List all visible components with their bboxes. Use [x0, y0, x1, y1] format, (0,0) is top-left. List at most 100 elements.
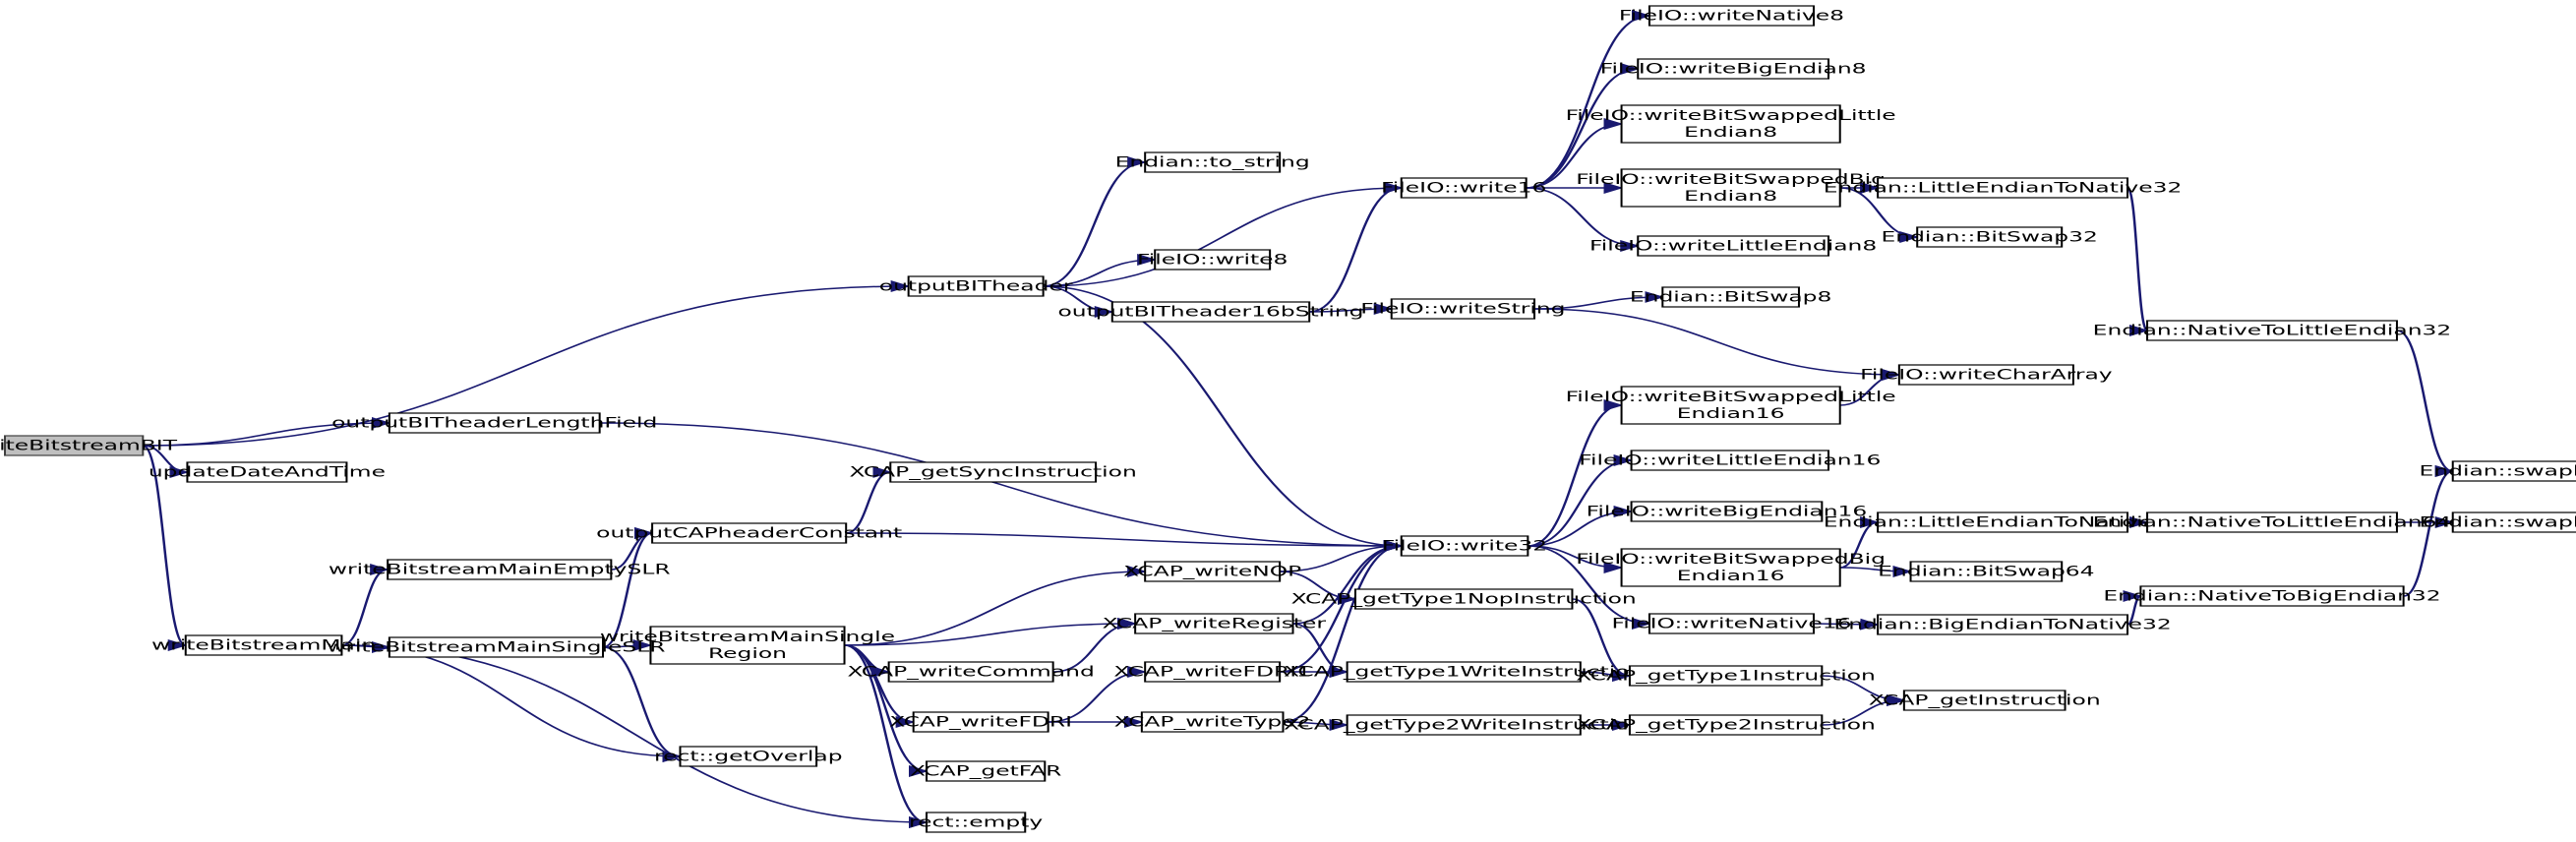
call-edge-XCAPwriteCommand-to-XCAPwriteRegister	[1052, 618, 1138, 673]
function-node-FileIOwriteBigEndian8[interactable]: FileIO::writeBigEndian8	[1600, 58, 1867, 80]
function-node-label: FileIO::writeBigEndian8	[1600, 60, 1867, 77]
call-edge-writeBitstreamMainSingleRegion-to-XCAPgetFAR	[844, 644, 929, 777]
function-node-box	[388, 636, 604, 658]
function-node-writeBitstreamMainEmptySLR[interactable]: writeBitstreamMainEmptySLR	[329, 559, 671, 580]
function-node-label: FileIO::write32	[1382, 537, 1547, 554]
function-node-EndianLittleEndianToNative64[interactable]: Endian::LittleEndianToNative64	[1824, 511, 2183, 533]
function-node-EndianToString[interactable]: Endian::to_string	[1115, 151, 1310, 173]
function-node-label: outputBITheader	[879, 277, 1073, 294]
function-node-outputBITheader[interactable]: outputBITheader	[879, 275, 1073, 297]
function-node-label: rect::empty	[909, 813, 1043, 830]
function-node-box	[651, 522, 848, 544]
function-node-EndianNativeToBigEndian32[interactable]: Endian::NativeToBigEndian32	[2103, 585, 2441, 607]
call-edge-XCAPgetType2Instruction-to-XCAPgetInstruction	[1822, 694, 1906, 726]
function-node-label: XCAP_getFAR	[910, 762, 1061, 779]
function-node-box	[2146, 511, 2398, 533]
function-node-EndianBitSwap64[interactable]: Endian::BitSwap64	[1878, 561, 2095, 582]
function-node-XCAPgetType2WriteInstruction[interactable]: XCAP_getType2WriteInstruction	[1284, 714, 1644, 736]
function-node-label: XCAP_writeFDRI1	[1113, 663, 1311, 680]
function-node-EndianSwapbytes32[interactable]: Endian::swapbytes32	[2420, 460, 2576, 482]
function-node-XCAPwriteNOP[interactable]: XCAP_writeNOP	[1123, 561, 1301, 582]
function-node-label: Endian8	[1684, 124, 1777, 141]
function-node-label: Endian16	[1677, 405, 1785, 422]
function-node-FileIOwriteNative16[interactable]: FileIO::writeNative16	[1611, 613, 1851, 634]
function-node-label: XCAP_getSyncInstruction	[850, 463, 1137, 480]
call-edge-writeBitstreamMainSingleSLR-to-rectgetOverlap	[602, 646, 683, 762]
call-edge-FileIOwrite16-to-FileIOwriteBitSwappedLittleEndian8	[1526, 118, 1624, 189]
function-node-XCAPgetFAR[interactable]: XCAP_getFAR	[910, 760, 1061, 782]
function-node-label: FileIO::write16	[1381, 179, 1546, 196]
function-node-FileIOwrite8[interactable]: FileIO::write8	[1137, 249, 1288, 271]
function-node-box	[649, 626, 846, 665]
function-node-EndianNativeToLittleEndian32[interactable]: Endian::NativeToLittleEndian32	[2093, 320, 2452, 341]
function-node-label: FileIO::writeString	[1360, 300, 1565, 317]
call-edge-outputBITheader16bString-to-FileIOwriteString	[1309, 303, 1394, 316]
function-node-XCAPgetType1Instruction[interactable]: XCAP_getType1Instruction	[1576, 665, 1876, 687]
function-node-EndianLittleEndianToNative32[interactable]: Endian::LittleEndianToNative32	[1824, 177, 2183, 199]
function-node-outputBITheader16bString[interactable]: outputBITheader16bString	[1057, 301, 1364, 323]
function-node-box	[1628, 665, 1824, 687]
function-node-label: FileIO::write8	[1137, 251, 1288, 268]
function-node-XCAPgetType1WriteInstruction[interactable]: XCAP_getType1WriteInstruction	[1284, 661, 1644, 683]
function-node-box	[1909, 561, 2064, 582]
call-edge-FileIOwrite32-to-FileIOwriteBitSwappedLittleEndian16	[1528, 399, 1624, 547]
function-node-box	[1144, 151, 1282, 173]
function-node-writeBitstreamBIT[interactable]: writeBitstreamBIT	[0, 435, 177, 456]
function-node-label: Endian::BitSwap64	[1878, 563, 2094, 579]
function-node-XCAPgetType1NopInstruction[interactable]: XCAP_getType1NopInstruction	[1291, 588, 1637, 610]
call-edge-outputBITheaderLengthField-to-FileIOwrite32	[599, 422, 1404, 552]
function-node-XCAPwriteFDRI[interactable]: XCAP_writeFDRI	[889, 711, 1072, 733]
function-node-FileIOwriteLittleEndian8[interactable]: FileIO::writeLittleEndian8	[1589, 235, 1877, 257]
call-edge-FileIOwrite32-to-FileIOwriteLittleEndian16	[1528, 454, 1634, 547]
function-node-XCAPgetType2Instruction[interactable]: XCAP_getType2Instruction	[1576, 714, 1876, 736]
function-node-EndianSwapbytes64[interactable]: Endian::swapbytes64	[2420, 511, 2576, 533]
function-node-EndianBitSwap32[interactable]: Endian::BitSwap32	[1882, 226, 2098, 248]
function-node-outputCAPheaderConstant[interactable]: outputCAPheaderConstant	[596, 522, 903, 544]
function-node-FileIOwriteLittleEndian16[interactable]: FileIO::writeLittleEndian16	[1579, 450, 1881, 471]
function-node-XCAPgetSyncInstruction[interactable]: XCAP_getSyncInstruction	[850, 461, 1137, 483]
call-edge-outputCAPheaderConstant-to-XCAPgetSyncInstruction	[845, 466, 893, 534]
function-node-FileIOwriteNative8[interactable]: FileIO::writeNative8	[1619, 5, 1844, 27]
function-node-label: writeBitstreamMainSingle	[600, 629, 895, 645]
function-node-FileIOwrite32[interactable]: FileIO::write32	[1382, 535, 1547, 557]
function-node-rectempty[interactable]: rect::empty	[909, 812, 1043, 833]
function-node-XCAPwriteType2[interactable]: XCAP_writeType2	[1114, 711, 1311, 733]
function-node-EndianBigEndianToNative32[interactable]: Endian::BigEndianToNative32	[1833, 614, 2172, 635]
function-node-rectgetOverlap[interactable]: rect::getOverlap	[654, 746, 843, 767]
function-node-FileIOwriteBigEndian16[interactable]: FileIO::writeBigEndian16	[1587, 501, 1868, 522]
function-node-FileIOwriteString[interactable]: FileIO::writeString	[1360, 298, 1566, 320]
function-node-box	[1620, 104, 1841, 144]
function-node-box	[1353, 588, 1574, 610]
function-node-label: updateDateAndTime	[149, 463, 386, 480]
call-edge-writeBitstreamMainSingleSLR-to-writeBitstreamMainSingleRegion	[602, 639, 653, 652]
function-node-box	[1902, 690, 2067, 711]
function-node-outputBITheaderLengthField[interactable]: outputBITheaderLengthField	[331, 412, 657, 434]
call-edge-outputCAPheaderConstant-to-FileIOwrite32	[846, 532, 1404, 552]
call-edge-outputBITheader-to-FileIOwrite32	[1043, 285, 1404, 552]
call-edge-writeBitstreamMainSingleRegion-to-rectempty	[844, 644, 929, 828]
function-node-XCAPgetInstruction[interactable]: XCAP_getInstruction	[1869, 690, 2101, 711]
function-node-label: Endian::BitSwap8	[1630, 288, 1832, 305]
function-node-writeBitstreamMainSingleSLR[interactable]: writeBitstreamMainSingleSLR	[327, 636, 666, 658]
function-node-FileIOwrite16[interactable]: FileIO::write16	[1381, 177, 1546, 199]
function-node-FileIOwriteCharArray[interactable]: FileIO::writeCharArray	[1860, 364, 2113, 386]
call-edge-XCAPwriteNOP-to-FileIOwrite32	[1280, 540, 1404, 572]
function-node-XCAPwriteRegister[interactable]: XCAP_writeRegister	[1103, 613, 1327, 634]
function-node-XCAPwriteFDRI1[interactable]: XCAP_writeFDRI1	[1113, 661, 1311, 683]
function-node-updateDateAndTime[interactable]: updateDateAndTime	[149, 461, 386, 483]
function-node-label: outputBITheaderLengthField	[331, 414, 657, 431]
function-node-label: XCAP_getInstruction	[1869, 692, 2101, 708]
function-node-writeBitstreamMain[interactable]: writeBitstreamMain	[151, 634, 376, 656]
function-node-box	[1620, 168, 1841, 208]
function-node-EndianBitSwap8[interactable]: Endian::BitSwap8	[1630, 286, 1832, 308]
function-node-EndianNativeToLittleEndian64[interactable]: Endian::NativeToLittleEndian64	[2093, 511, 2452, 533]
function-node-label: Endian::LittleEndianToNative64	[1824, 513, 2183, 530]
call-edge-FileIOwrite16-to-FileIOwriteBigEndian8	[1526, 63, 1641, 189]
function-node-label: FileIO::writeLittleEndian8	[1589, 237, 1877, 254]
function-node-XCAPwriteCommand[interactable]: XCAP_writeCommand	[847, 661, 1095, 683]
